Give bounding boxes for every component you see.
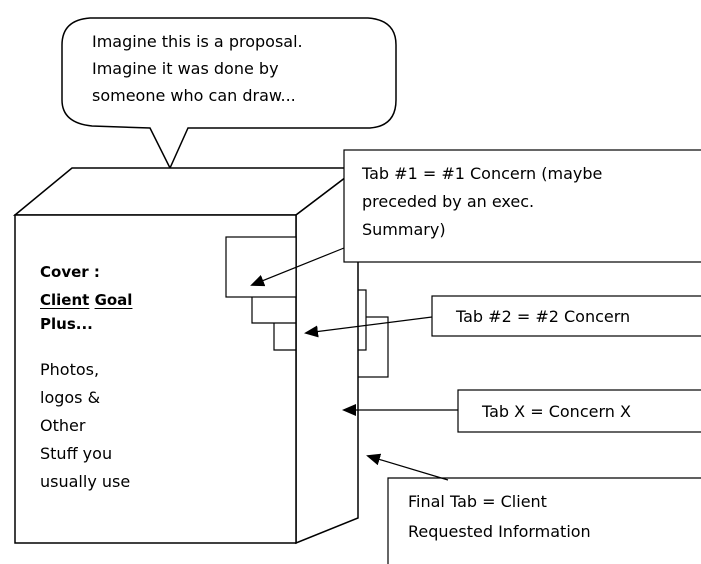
callout-tab1-line-2: preceded by an exec. (362, 192, 535, 211)
cover-plus: Plus... (40, 315, 93, 333)
speech-bubble-shape (61, 17, 397, 170)
callout-tab2-text: Tab #2 = #2 Concern (456, 307, 631, 326)
arrow-final (366, 453, 449, 481)
cover-body-line-3: Other (40, 416, 86, 435)
cover-goal: Goal (94, 291, 133, 309)
cover-client: Client (40, 291, 90, 309)
cover-client-goal: Client Goal (40, 288, 132, 312)
callout-final-line-2: Requested Information (408, 522, 591, 541)
cover-body-line-2: logos & (40, 388, 101, 407)
callout-box-tab1 (343, 149, 701, 263)
callout-tabx-text: Tab X = Concern X (482, 402, 631, 421)
bubble-line-3: someone who can draw... (92, 86, 296, 105)
arrow-tab2 (304, 316, 433, 338)
callout-final-line-1: Final Tab = Client (408, 492, 547, 511)
bubble-line-1: Imagine this is a proposal. (92, 32, 303, 51)
cover-body-line-4: Stuff you (40, 444, 113, 463)
callout-tab1-line-3: Summary) (362, 220, 446, 239)
arrow-tab1 (250, 247, 345, 287)
callout-boxes (343, 149, 701, 564)
callout-box-final (387, 477, 701, 564)
cover-heading: Cover : (40, 263, 100, 281)
callout-box-tabx (457, 389, 701, 433)
cover-body-line-5: usually use (40, 472, 131, 491)
callout-box-tab2 (431, 295, 701, 337)
callout-tab1-line-1: Tab #1 = #1 Concern (maybe (362, 164, 603, 183)
bubble-line-2: Imagine it was done by (92, 59, 279, 78)
cover-body-line-1: Photos, (40, 360, 100, 379)
